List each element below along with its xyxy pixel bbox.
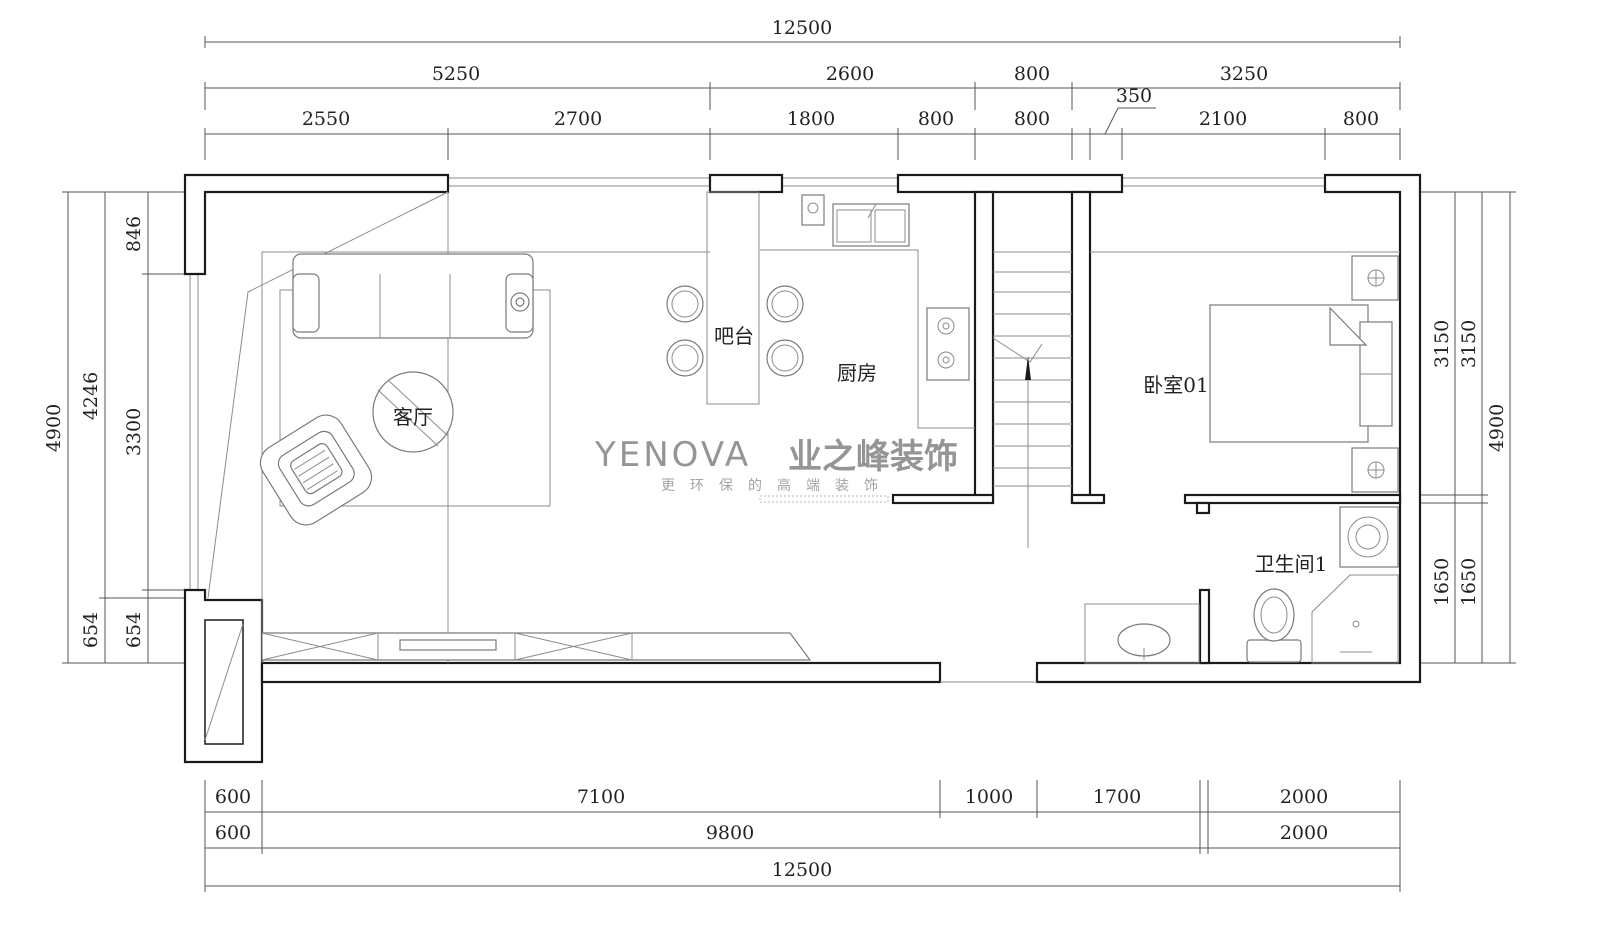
dim-top-r2-0: 2550: [302, 108, 350, 130]
bottom-dimensions: 600 7100 1000 1700 2000 600 9800 2000 12…: [204, 780, 1401, 892]
stairs: [992, 251, 1072, 548]
bedroom: 卧室01: [1090, 251, 1400, 493]
watermark: YENOVA 业之峰装饰 更环保的高端装饰: [594, 435, 958, 503]
sink: [832, 203, 910, 247]
room-label-bathroom: 卫生间1: [1255, 552, 1328, 576]
top-dimensions: 12500 5250 2600 800 3250 2550 2700 1800 …: [204, 17, 1401, 160]
dim-left-inner-0: 846: [123, 216, 145, 252]
watermark-tagline: 更环保的高端装饰: [661, 477, 893, 494]
sofa: [292, 253, 534, 339]
coffee-table: [372, 371, 454, 453]
dim-left-mid-lower: 654: [80, 612, 102, 648]
dim-bot-r2-1: 9800: [706, 822, 754, 844]
shower: [1311, 574, 1399, 664]
dim-right-mid-1: 1650: [1458, 558, 1480, 606]
kitchen: 厨房: [760, 194, 975, 429]
fridge: [801, 194, 825, 226]
dim-top-r2-7: 800: [1343, 108, 1379, 130]
dim-right-mid-0: 3150: [1458, 320, 1480, 368]
nightstand-top: [1351, 255, 1399, 301]
room-label-bedroom: 卧室01: [1143, 373, 1208, 397]
room-label-living: 客厅: [393, 405, 433, 429]
right-dimensions: 3150 1650 3150 1650 4900: [1420, 191, 1516, 664]
room-label-bar: 吧台: [714, 324, 754, 348]
watermark-brand-latin: YENOVA: [594, 435, 751, 475]
dim-bot-total: 12500: [772, 859, 832, 881]
room-label-kitchen: 厨房: [837, 361, 877, 385]
washing-machine: [1339, 506, 1399, 568]
dim-top-r2-3: 800: [918, 108, 954, 130]
dim-right-outer: 4900: [1486, 404, 1508, 452]
dim-top-r2-4: 800: [1014, 108, 1050, 130]
dim-left-inner-1: 3300: [123, 408, 145, 456]
dim-bot-r2-2: 2000: [1280, 822, 1328, 844]
tv-cabinet: [261, 632, 812, 661]
walls: [183, 173, 1422, 764]
dim-left-mid: 4246: [80, 372, 102, 420]
dim-top-r2-1: 2700: [554, 108, 602, 130]
watermark-brand-cn: 业之峰装饰: [788, 437, 958, 477]
dim-top-r1-2: 800: [1014, 63, 1050, 85]
dim-bot-r1-2: 1000: [965, 786, 1013, 808]
toilet: [1246, 588, 1302, 663]
dim-top-r2-2: 1800: [787, 108, 835, 130]
bed: [1209, 304, 1393, 443]
dim-bot-r2-0: 600: [215, 822, 251, 844]
left-dimensions: 4900 4246 654 846 3300 654: [43, 191, 185, 664]
dim-right-inner-0: 3150: [1431, 320, 1453, 368]
dim-bot-r1-4: 2000: [1280, 786, 1328, 808]
stove: [926, 307, 970, 381]
dim-top-total: 12500: [772, 17, 832, 39]
living-room: 客厅: [207, 191, 812, 663]
dim-right-inner-1: 1650: [1431, 558, 1453, 606]
dim-top-r1-1: 2600: [826, 63, 874, 85]
dim-left-inner-2: 654: [123, 612, 145, 648]
dim-top-r2-5: 350: [1116, 85, 1152, 107]
dim-bot-r1-0: 600: [215, 786, 251, 808]
dim-top-r2-6: 2100: [1199, 108, 1247, 130]
basin: [1084, 603, 1200, 664]
dim-bot-r1-1: 7100: [577, 786, 625, 808]
dim-top-r1-0: 5250: [432, 63, 480, 85]
bar-area: 吧台: [666, 191, 804, 405]
dim-top-r1-3: 3250: [1220, 63, 1268, 85]
dim-left-outer: 4900: [43, 404, 65, 452]
armchair: [259, 414, 373, 526]
dim-bot-r1-3: 1700: [1093, 786, 1141, 808]
bathroom: 卫生间1: [1084, 506, 1399, 664]
